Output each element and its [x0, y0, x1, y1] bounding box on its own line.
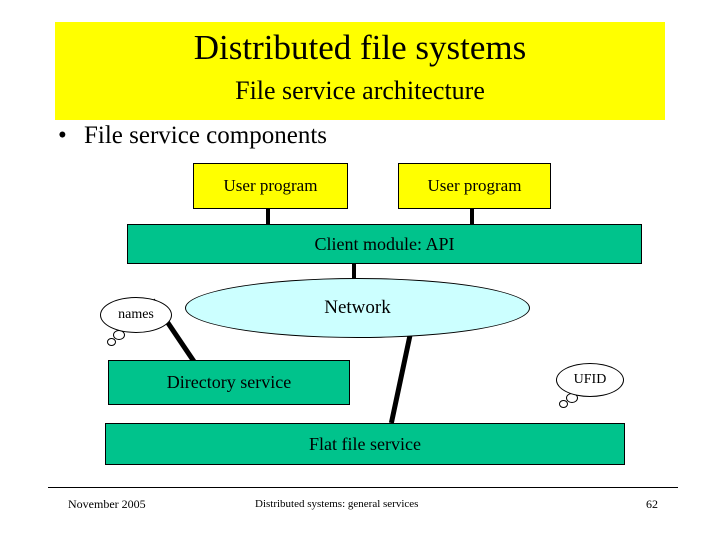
footer-divider — [48, 487, 678, 488]
node-flat-file-service: Flat file service — [105, 423, 625, 465]
node-network: Network — [185, 278, 530, 338]
footer-date: November 2005 — [68, 497, 146, 511]
callout-ufid: UFID — [556, 363, 624, 397]
title-banner: Distributed file systems File service ar… — [55, 22, 665, 120]
callout-ufid-tail-small — [559, 400, 568, 408]
page-subtitle: File service architecture — [235, 76, 485, 105]
node-client-module: Client module: API — [127, 224, 642, 264]
connector-userprogram2-clientmodule — [470, 209, 474, 225]
bullet-marker-icon: • — [58, 122, 67, 149]
footer-page-number: 62 — [646, 497, 658, 511]
footer-title: Distributed systems: general services — [255, 498, 419, 510]
node-user-program-2: User program — [398, 163, 551, 209]
callout-names-tail-small — [107, 338, 116, 346]
node-user-program-1: User program — [193, 163, 348, 209]
connector-network-flatfileservice — [388, 332, 413, 424]
connector-userprogram1-clientmodule — [266, 209, 270, 225]
callout-names: names — [100, 297, 172, 333]
page-title: Distributed file systems — [193, 28, 527, 67]
node-directory-service: Directory service — [108, 360, 350, 405]
connector-clientmodule-network — [352, 264, 356, 282]
bullet-item: • File service components — [58, 122, 327, 150]
bullet-label: File service components — [84, 122, 327, 149]
